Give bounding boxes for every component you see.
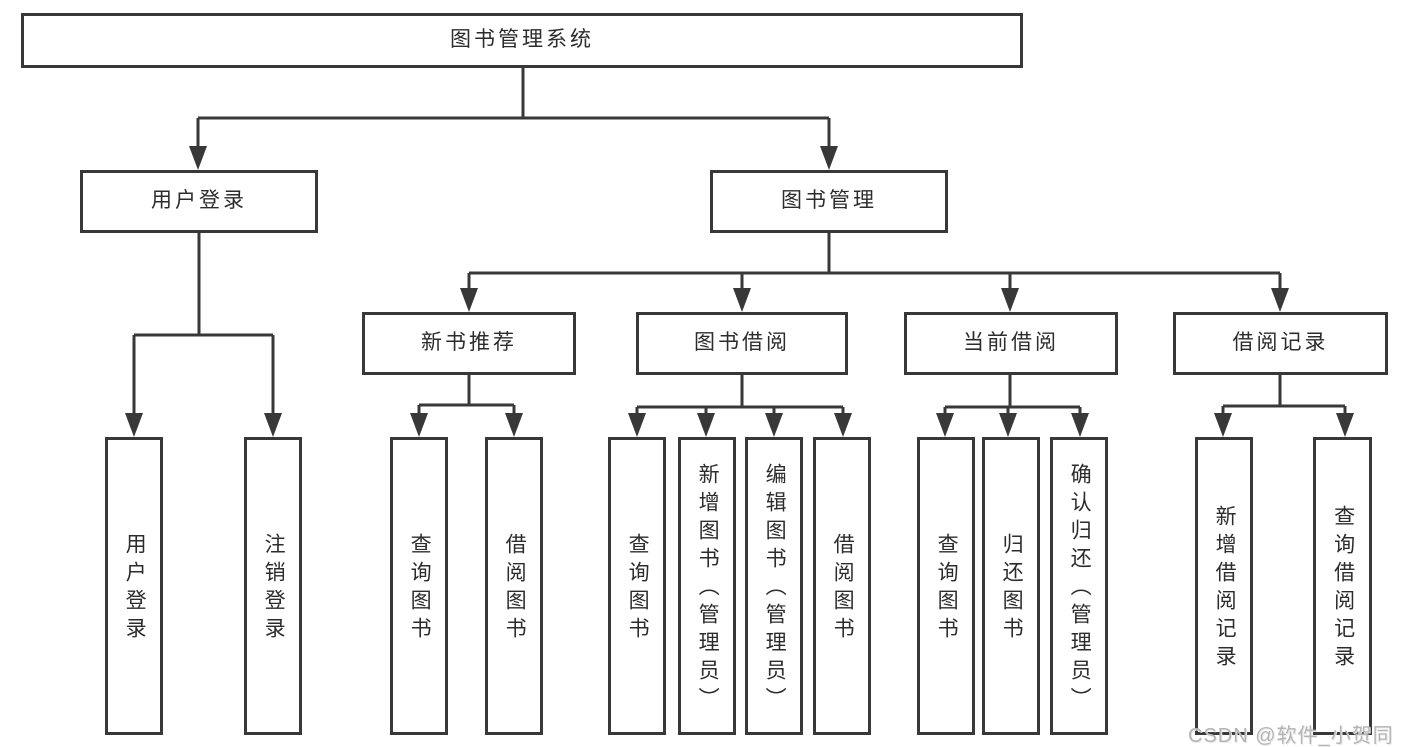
node-book-management: 图书管理 (710, 170, 948, 233)
arrowheads (125, 146, 1354, 437)
node-borrow-records: 借阅记录 (1173, 312, 1388, 375)
node-current-borrow: 当前借阅 (904, 312, 1118, 375)
node-book-borrow: 图书借阅 (636, 312, 848, 375)
node-borrow-borrow-books: 借阅图书 (813, 437, 871, 735)
node-current-return-books: 归还图书 (982, 437, 1040, 735)
node-login-logout: 注销登录 (244, 437, 302, 735)
node-borrow-query-books: 查询图书 (608, 437, 666, 735)
node-current-query-books: 查询图书 (917, 437, 975, 735)
node-records-add-borrow-record: 新增借阅记录 (1195, 437, 1253, 735)
watermark-text: CSDN @软件_小贺同学 (1188, 725, 1394, 747)
node-borrow-edit-books-admin: 编辑图书（管理员） (745, 437, 803, 735)
node-newbook-query-books: 查询图书 (390, 437, 448, 735)
node-records-query-borrow-record: 查询借阅记录 (1313, 437, 1372, 735)
node-borrow-add-books-admin: 新增图书（管理员） (678, 437, 736, 735)
node-library-management-system: 图书管理系统 (21, 13, 1023, 68)
node-new-book-recommend: 新书推荐 (362, 312, 576, 375)
node-user-login: 用户登录 (80, 170, 318, 233)
node-login-user-login: 用户登录 (105, 437, 163, 735)
node-current-confirm-return-admin: 确认归还（管理员） (1050, 437, 1108, 735)
node-newbook-borrow-books: 借阅图书 (485, 437, 543, 735)
